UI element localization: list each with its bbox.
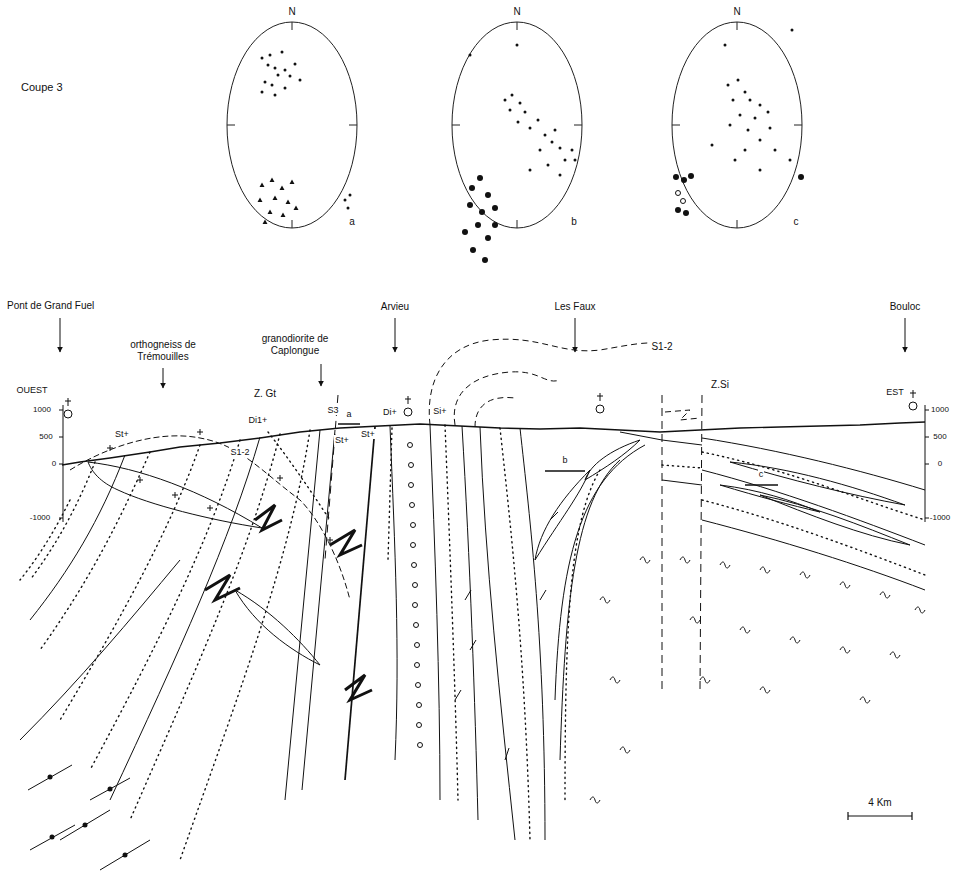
elevation-value: 500 <box>38 432 53 442</box>
structure-label: Di1+ <box>248 415 269 426</box>
elevation-value: 500 <box>932 432 947 442</box>
north-mark: N <box>732 6 741 18</box>
locality-name: Les Faux <box>553 301 596 313</box>
section-lines <box>20 339 929 870</box>
direction-label: OUEST <box>15 385 48 396</box>
structure-label: Si+ <box>432 406 447 417</box>
section-title: Coupe 3 <box>20 81 64 94</box>
structure-label: S3 <box>326 405 339 416</box>
section-letter: b <box>561 455 568 466</box>
elevation-value: 0 <box>51 459 57 469</box>
open-poles <box>676 191 686 204</box>
direction-label: EST <box>885 387 905 398</box>
locality-arrows <box>60 318 905 388</box>
elevation-value: 1000 <box>930 405 950 415</box>
elevation-value: -1000 <box>929 513 951 523</box>
locality-name: Arvieu <box>380 301 410 313</box>
elevation-value: -1000 <box>29 513 51 523</box>
zone-label: Z.Si <box>710 379 730 391</box>
stereonet-letter: b <box>570 216 578 228</box>
stereonet-letter: a <box>348 216 356 228</box>
structure-label: Di+ <box>382 407 398 418</box>
open-circle-line <box>408 443 423 748</box>
section-letter: a <box>345 409 352 420</box>
circle-marks <box>48 775 128 858</box>
locality-name: Bouloc <box>889 301 922 313</box>
structure-label: St+ <box>360 429 376 440</box>
north-mark: N <box>287 6 296 18</box>
pole-dots <box>258 29 805 264</box>
foliation-label: S1-2 <box>229 447 250 458</box>
rock-name: granodiorite de Caplongue <box>238 333 352 357</box>
stereonets <box>227 22 802 228</box>
stereonet-letter: c <box>793 216 800 228</box>
zone-label: Z. Gt <box>253 388 277 400</box>
foliation-label: S1-2 <box>650 341 673 353</box>
scale-label: 4 Km <box>867 797 892 809</box>
rock-name: orthogneiss de Trémouilles <box>114 339 212 363</box>
zigzag-marks <box>205 505 372 700</box>
north-mark: N <box>512 6 521 18</box>
structure-label: St+ <box>114 429 130 440</box>
elevation-value: 1000 <box>32 405 52 415</box>
locality-name: Pont de Grand Fuel <box>6 300 95 312</box>
section-letter: c <box>758 469 765 480</box>
elevation-value: 0 <box>937 459 943 469</box>
structure-label: St+ <box>334 435 350 446</box>
